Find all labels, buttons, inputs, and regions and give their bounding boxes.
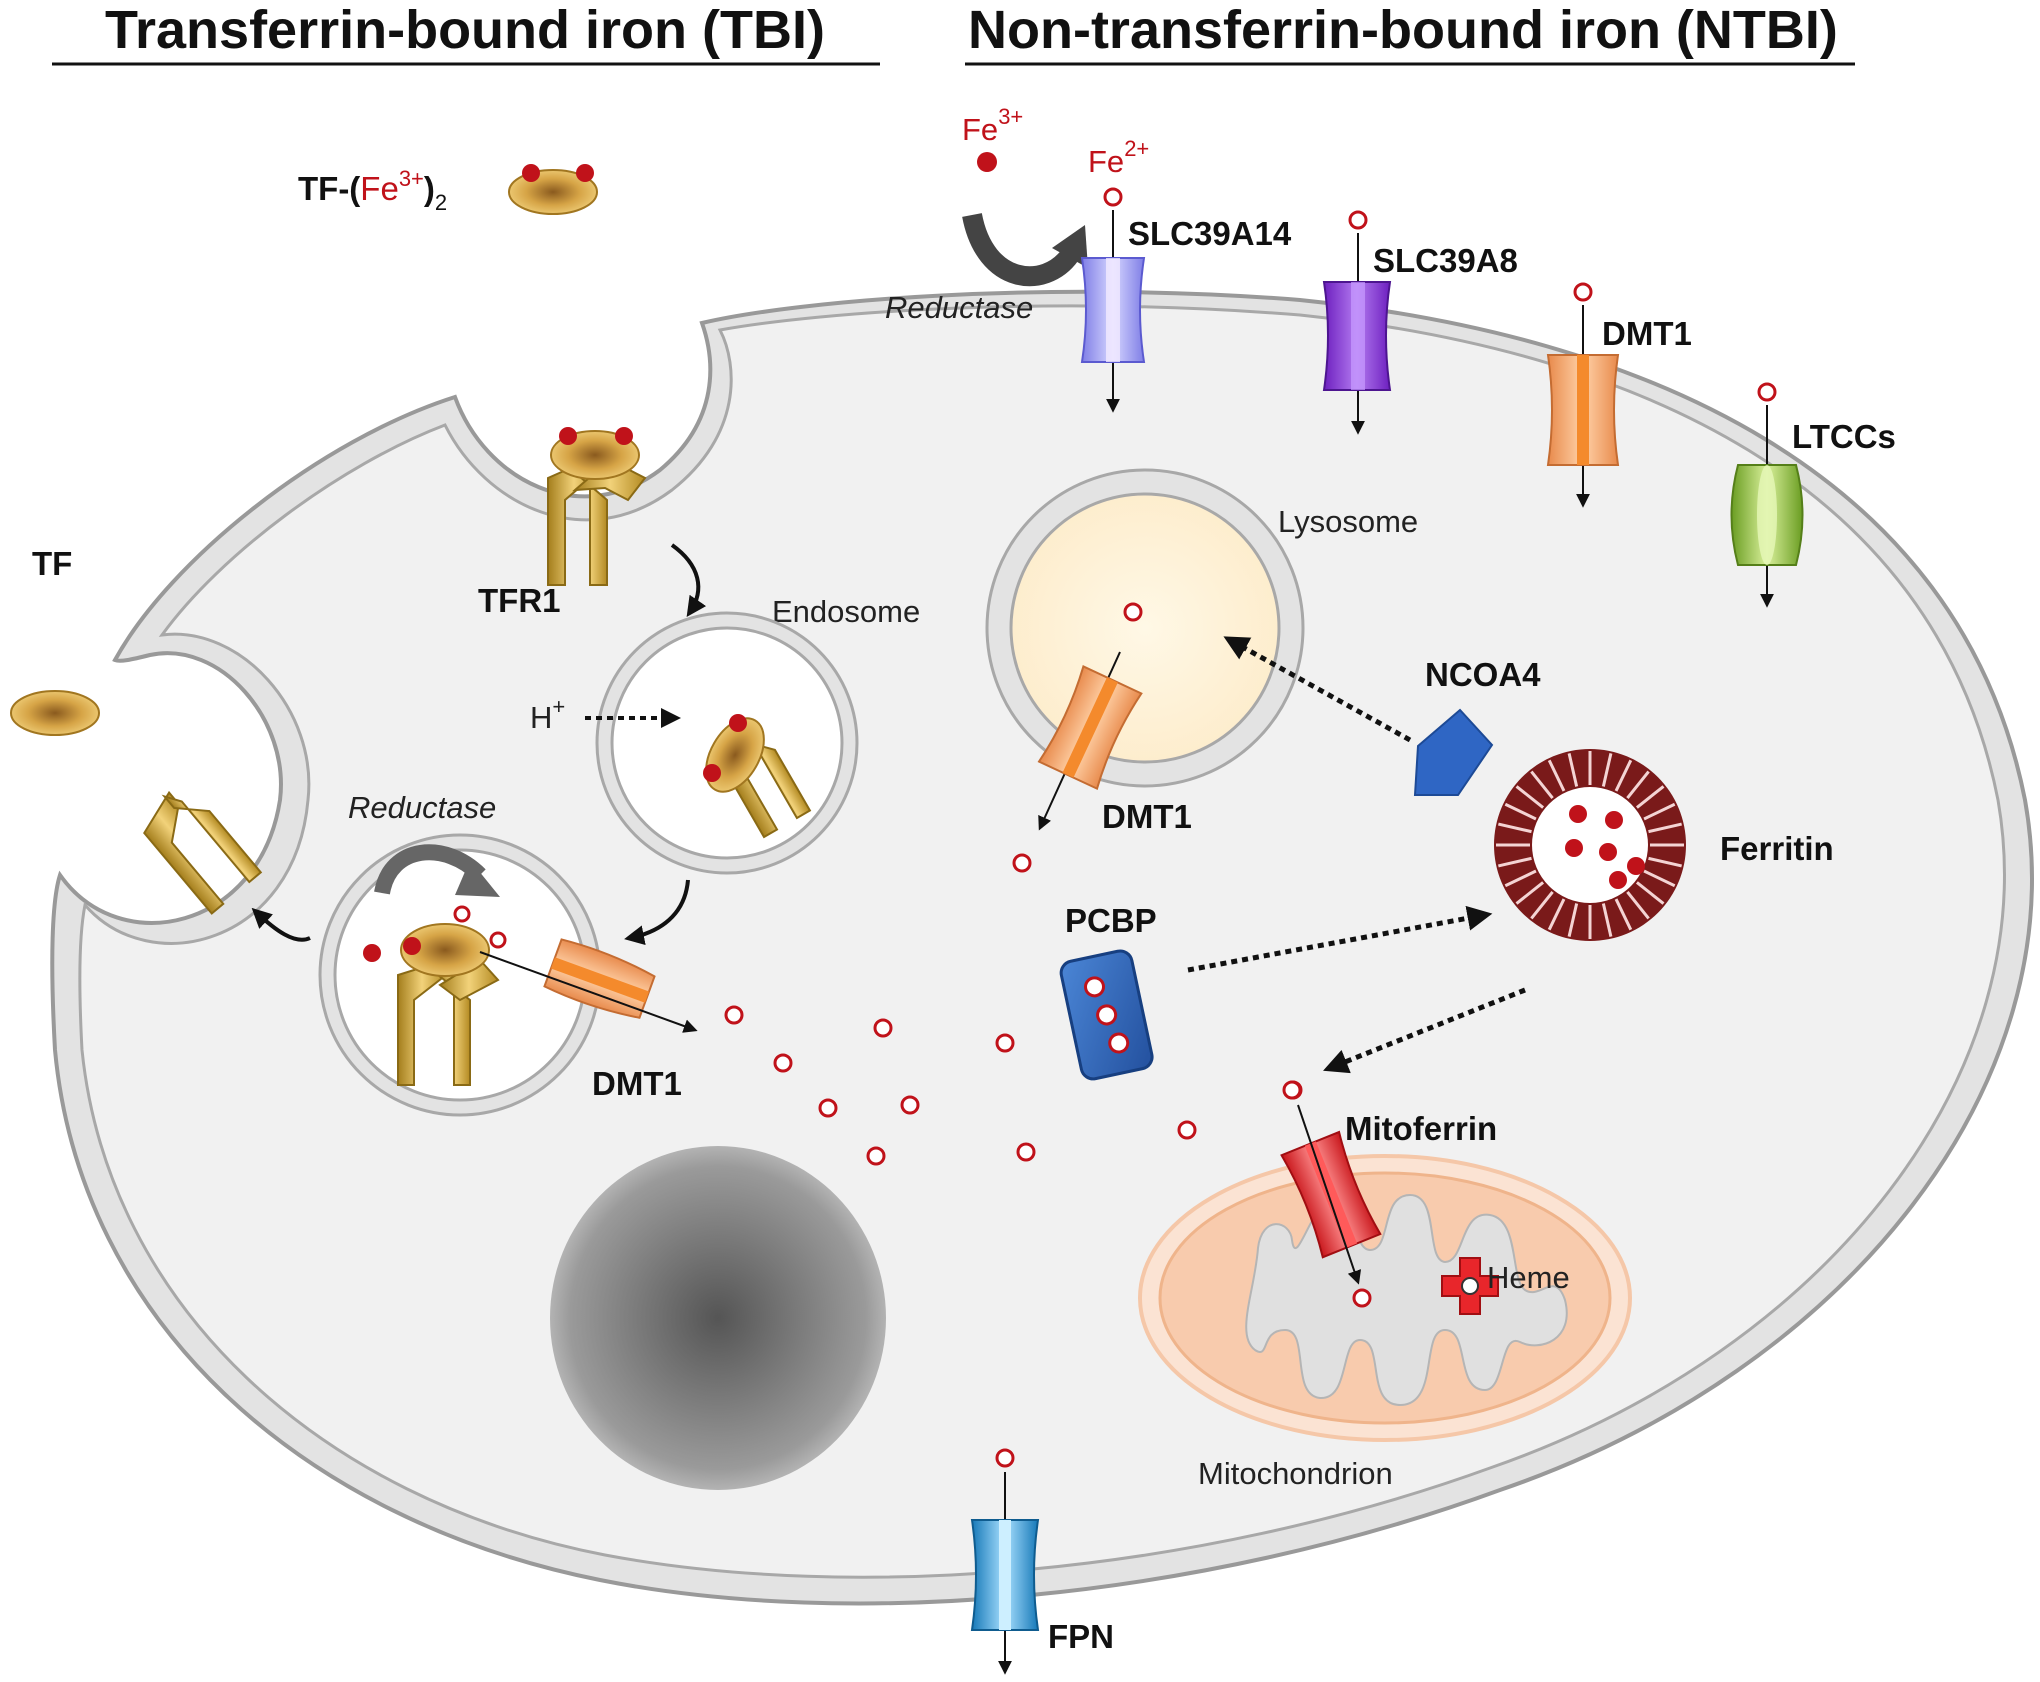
fe2-slc39a8-dot bbox=[1348, 210, 1368, 230]
fpn-label: FPN bbox=[1048, 1618, 1114, 1655]
reductase-membrane-arrow bbox=[962, 212, 1088, 287]
fe3-charge: 3+ bbox=[998, 104, 1023, 129]
fe2-charge: 2+ bbox=[1124, 136, 1149, 161]
tf-complex-fe: Fe bbox=[360, 170, 399, 207]
dmt1-membrane-label: DMT1 bbox=[1602, 315, 1692, 352]
fe2-dmt1-membrane-dot bbox=[1573, 282, 1593, 302]
fe2-ltccs-dot bbox=[1757, 382, 1777, 402]
tf-complex-close: ) bbox=[424, 170, 435, 207]
fe3-text: Fe bbox=[962, 112, 998, 147]
fe3-label: Fe3+ bbox=[962, 104, 1023, 147]
slc39a14-transporter bbox=[1080, 257, 1146, 363]
mitochondrion bbox=[1138, 1154, 1632, 1442]
mitoferrin-import-arrow bbox=[1297, 1104, 1362, 1285]
dmt1-lysosome-transporter bbox=[1037, 665, 1143, 791]
h-plus-sup: + bbox=[552, 694, 565, 719]
slc39a8-transporter bbox=[1322, 281, 1392, 391]
ncoa4-label: NCOA4 bbox=[1425, 656, 1541, 693]
reductase-endosome-arrow bbox=[374, 844, 500, 897]
svg-text:Fe2+: Fe2+ bbox=[1088, 136, 1149, 179]
ferritin-label: Ferritin bbox=[1720, 830, 1834, 867]
tfr1-recycled-icon bbox=[143, 790, 263, 915]
tfr1-label: TFR1 bbox=[478, 582, 561, 619]
dmt1-membrane-transporter bbox=[1546, 354, 1620, 466]
fpn-transporter bbox=[970, 1519, 1040, 1631]
heme-label: Heme bbox=[1487, 1260, 1570, 1295]
endosome-to-recycling-arrow bbox=[624, 879, 690, 946]
endosome bbox=[595, 611, 859, 875]
lysosome bbox=[985, 468, 1305, 788]
h-plus-label: H+ bbox=[530, 694, 565, 735]
fe2-text: Fe bbox=[1088, 144, 1124, 179]
reductase-membrane-label: Reductase bbox=[885, 290, 1033, 325]
dmt1-lysosome-label: DMT1 bbox=[1102, 798, 1192, 835]
svg-text:Fe3+: Fe3+ bbox=[962, 104, 1023, 147]
mitoferrin-transporter bbox=[1280, 1130, 1382, 1259]
tf-complex-charge: 3+ bbox=[399, 166, 424, 191]
header-tbi-text: Transferrin-bound iron (TBI) bbox=[105, 0, 825, 60]
dmt1-endosome-transporter bbox=[543, 938, 656, 1019]
tf-complex-prefix: TF-( bbox=[298, 170, 360, 207]
tf-label: TF bbox=[32, 545, 72, 582]
header-ntbi-text: Non-transferrin-bound iron (NTBI) bbox=[968, 0, 1838, 60]
reductase-endosome-label: Reductase bbox=[348, 790, 496, 825]
tf-fe3-complex-label: TF-(Fe3+)2 bbox=[298, 166, 447, 215]
holo-transferrin-icon bbox=[508, 164, 598, 215]
svg-text:TF-(Fe3+)2: TF-(Fe3+)2 bbox=[298, 166, 447, 215]
ferritin-to-mitochondrion-arrow bbox=[1323, 987, 1526, 1074]
heme-icon bbox=[1441, 1257, 1499, 1315]
pcbp-label: PCBP bbox=[1065, 902, 1157, 939]
dmt1-endosome-label: DMT1 bbox=[592, 1065, 682, 1102]
slc39a8-label: SLC39A8 bbox=[1373, 242, 1518, 279]
header-tbi: Transferrin-bound iron (TBI) bbox=[52, 0, 880, 66]
slc39a14-label: SLC39A14 bbox=[1128, 215, 1292, 252]
fe2-fpn-dot bbox=[995, 1448, 1015, 1468]
tfr1-receptor-icon bbox=[547, 427, 647, 586]
fe3-dot bbox=[977, 152, 997, 172]
mitoferrin-label: Mitoferrin bbox=[1345, 1110, 1497, 1147]
endocytosis-arrow bbox=[670, 543, 707, 617]
lysosome-label: Lysosome bbox=[1278, 504, 1418, 539]
pcbp-icon bbox=[1059, 949, 1154, 1081]
tf-complex-sub: 2 bbox=[435, 190, 447, 215]
ltccs-channel bbox=[1730, 464, 1804, 566]
h-plus-text: H bbox=[530, 700, 552, 735]
fe2-slc39a14-dot bbox=[1103, 187, 1123, 207]
fe2-label: Fe2+ bbox=[1088, 136, 1149, 179]
ncoa4-icon bbox=[1413, 708, 1494, 796]
ncoa4-ferritinophagy-arrow bbox=[1223, 636, 1412, 743]
mitochondrion-label: Mitochondrion bbox=[1198, 1456, 1393, 1491]
dmt1-endosome-export-arrow bbox=[479, 951, 698, 1033]
ltccs-label: LTCCs bbox=[1792, 418, 1896, 455]
header-ntbi: Non-transferrin-bound iron (NTBI) bbox=[965, 0, 1855, 66]
tf-recycling-arrow bbox=[251, 907, 311, 942]
apo-transferrin-icon bbox=[10, 690, 100, 736]
endosome-label: Endosome bbox=[772, 594, 920, 629]
ferritin-icon bbox=[1494, 749, 1686, 941]
svg-text:H+: H+ bbox=[530, 694, 565, 735]
fe2-mitoferrin-dot bbox=[1282, 1080, 1302, 1100]
nucleus bbox=[550, 1146, 886, 1490]
labile-iron-pool bbox=[724, 853, 1303, 1166]
